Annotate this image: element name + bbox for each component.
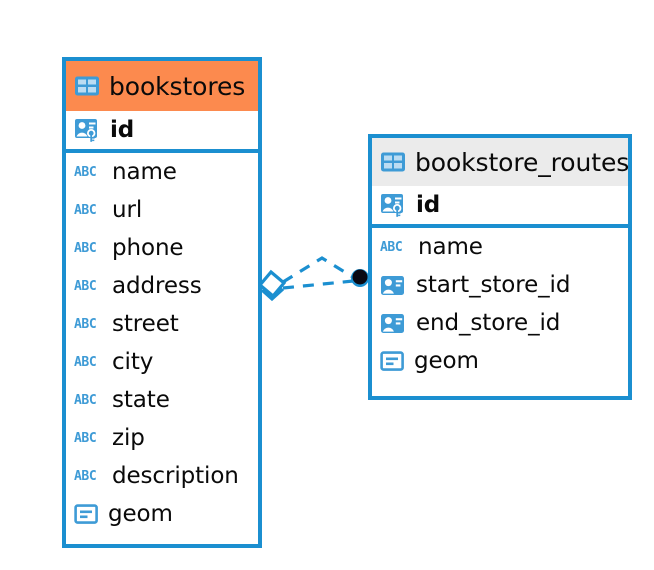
filled-circle-marker (351, 269, 369, 287)
field-row-url[interactable]: ABC url (66, 191, 258, 229)
field-row-phone[interactable]: ABC phone (66, 229, 258, 267)
field-label-description: description (112, 462, 239, 489)
field-label-street: street (112, 310, 179, 337)
field-label-start-store-id: start_store_id (416, 271, 571, 298)
text-abc-icon: ABC (74, 430, 97, 446)
field-label-end-store-id: end_store_id (416, 309, 561, 336)
geometry-icon (74, 503, 100, 526)
field-row-description[interactable]: ABC description (66, 457, 258, 495)
text-abc-icon: ABC (74, 392, 97, 408)
table-icon (74, 75, 100, 97)
diamond-marker (257, 269, 287, 302)
field-row-geom[interactable]: geom (66, 495, 258, 533)
entity-bookstores-fields: ABC name ABC url ABC phone ABC address A… (66, 153, 258, 544)
text-abc-icon: ABC (74, 278, 97, 294)
entity-bookstore-routes-title: bookstore_routes (415, 147, 630, 177)
field-row-state[interactable]: ABC state (66, 381, 258, 419)
field-row-end-store-id[interactable]: end_store_id (372, 304, 628, 342)
primary-key-icon (380, 192, 408, 218)
relationship-line-lower (282, 279, 354, 290)
field-label-geom: geom (108, 500, 173, 527)
entity-bookstore-routes-header[interactable]: bookstore_routes (372, 138, 630, 186)
entity-bookstore-routes[interactable]: bookstore_routes id (368, 134, 632, 400)
text-abc-icon: ABC (74, 164, 97, 180)
foreign-key-icon (380, 312, 408, 335)
field-label-city: city (112, 348, 154, 375)
field-row-geom[interactable]: geom (372, 342, 628, 380)
field-row-street[interactable]: ABC street (66, 305, 258, 343)
field-row-name[interactable]: ABC name (372, 228, 628, 266)
entity-bookstore-routes-fields: ABC name start_store_id (372, 228, 628, 396)
relationship-line-upper (282, 256, 357, 284)
field-row-id[interactable]: id (66, 111, 258, 149)
field-label-phone: phone (112, 234, 184, 261)
primary-key-separator (66, 149, 258, 153)
text-abc-icon: ABC (380, 239, 403, 255)
field-label-name: name (112, 158, 177, 185)
field-row-id[interactable]: id (372, 186, 628, 224)
field-row-city[interactable]: ABC city (66, 343, 258, 381)
text-abc-icon: ABC (74, 316, 97, 332)
text-abc-icon: ABC (74, 240, 97, 256)
table-icon (380, 151, 406, 173)
primary-key-icon (74, 117, 102, 143)
field-label-name: name (418, 233, 483, 260)
field-label-geom: geom (414, 347, 479, 374)
text-abc-icon: ABC (74, 202, 97, 218)
geometry-icon (380, 350, 406, 373)
entity-bookstores[interactable]: bookstores id ABC (62, 57, 262, 548)
field-label-url: url (112, 196, 143, 223)
text-abc-icon: ABC (74, 468, 97, 484)
field-label-zip: zip (112, 424, 145, 451)
field-label-address: address (112, 272, 202, 299)
field-row-address[interactable]: ABC address (66, 267, 258, 305)
foreign-key-icon (380, 274, 408, 297)
field-row-zip[interactable]: ABC zip (66, 419, 258, 457)
entity-bookstores-header[interactable]: bookstores (66, 61, 258, 111)
field-label-state: state (112, 386, 170, 413)
field-label-id: id (416, 191, 441, 218)
entity-bookstores-title: bookstores (109, 71, 246, 101)
primary-key-separator (372, 224, 628, 228)
field-row-name[interactable]: ABC name (66, 153, 258, 191)
field-row-start-store-id[interactable]: start_store_id (372, 266, 628, 304)
text-abc-icon: ABC (74, 354, 97, 370)
field-label-id: id (110, 116, 135, 143)
